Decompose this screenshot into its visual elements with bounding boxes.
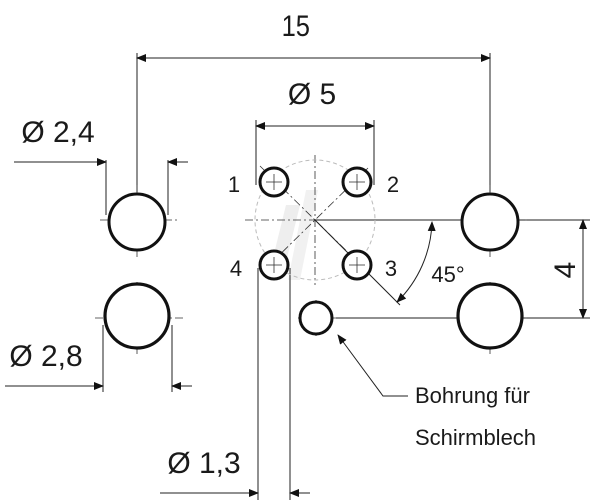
angle-label: 45°	[431, 262, 464, 287]
pin-label-4: 4	[230, 256, 242, 281]
small-hole-right	[460, 192, 520, 252]
dim-small-hole: Ø 2,4	[14, 116, 188, 215]
angle-dimension: 45°	[396, 221, 465, 303]
dim-vertical-spacing: 4	[522, 219, 590, 319]
pin-labels: 1 2 3 4	[228, 172, 399, 281]
large-hole-label: Ø 2,8	[9, 340, 82, 373]
dim-pin-hole: Ø 1,3	[160, 268, 310, 500]
pin-hole-label: Ø 1,3	[167, 447, 240, 480]
large-hole-right	[456, 282, 524, 350]
small-hole-label: Ø 2,4	[21, 116, 94, 149]
pin-circle-label: Ø 5	[288, 78, 336, 111]
shield-hole-callout: Bohrung für Schirmblech	[337, 334, 536, 450]
pin-circle	[254, 159, 376, 281]
mounting-holes	[103, 192, 524, 350]
pin-label-3: 3	[385, 256, 397, 281]
large-hole-left	[103, 282, 171, 350]
callout-line-1: Bohrung für	[415, 383, 530, 408]
dim-pin-circle: Ø 5	[255, 78, 375, 185]
vertical-spacing-label: 4	[549, 262, 582, 279]
pin-label-2: 2	[387, 172, 399, 197]
small-hole-left	[107, 192, 167, 252]
shield-hole	[298, 300, 334, 336]
dim-overall-width: 15	[136, 9, 491, 192]
pin-label-1: 1	[228, 172, 240, 197]
dim-large-hole: Ø 2,8	[5, 325, 192, 392]
watermark	[272, 190, 318, 280]
callout-line-2: Schirmblech	[415, 425, 536, 450]
pin-centers	[266, 174, 365, 273]
overall-width-label: 15	[282, 9, 310, 42]
